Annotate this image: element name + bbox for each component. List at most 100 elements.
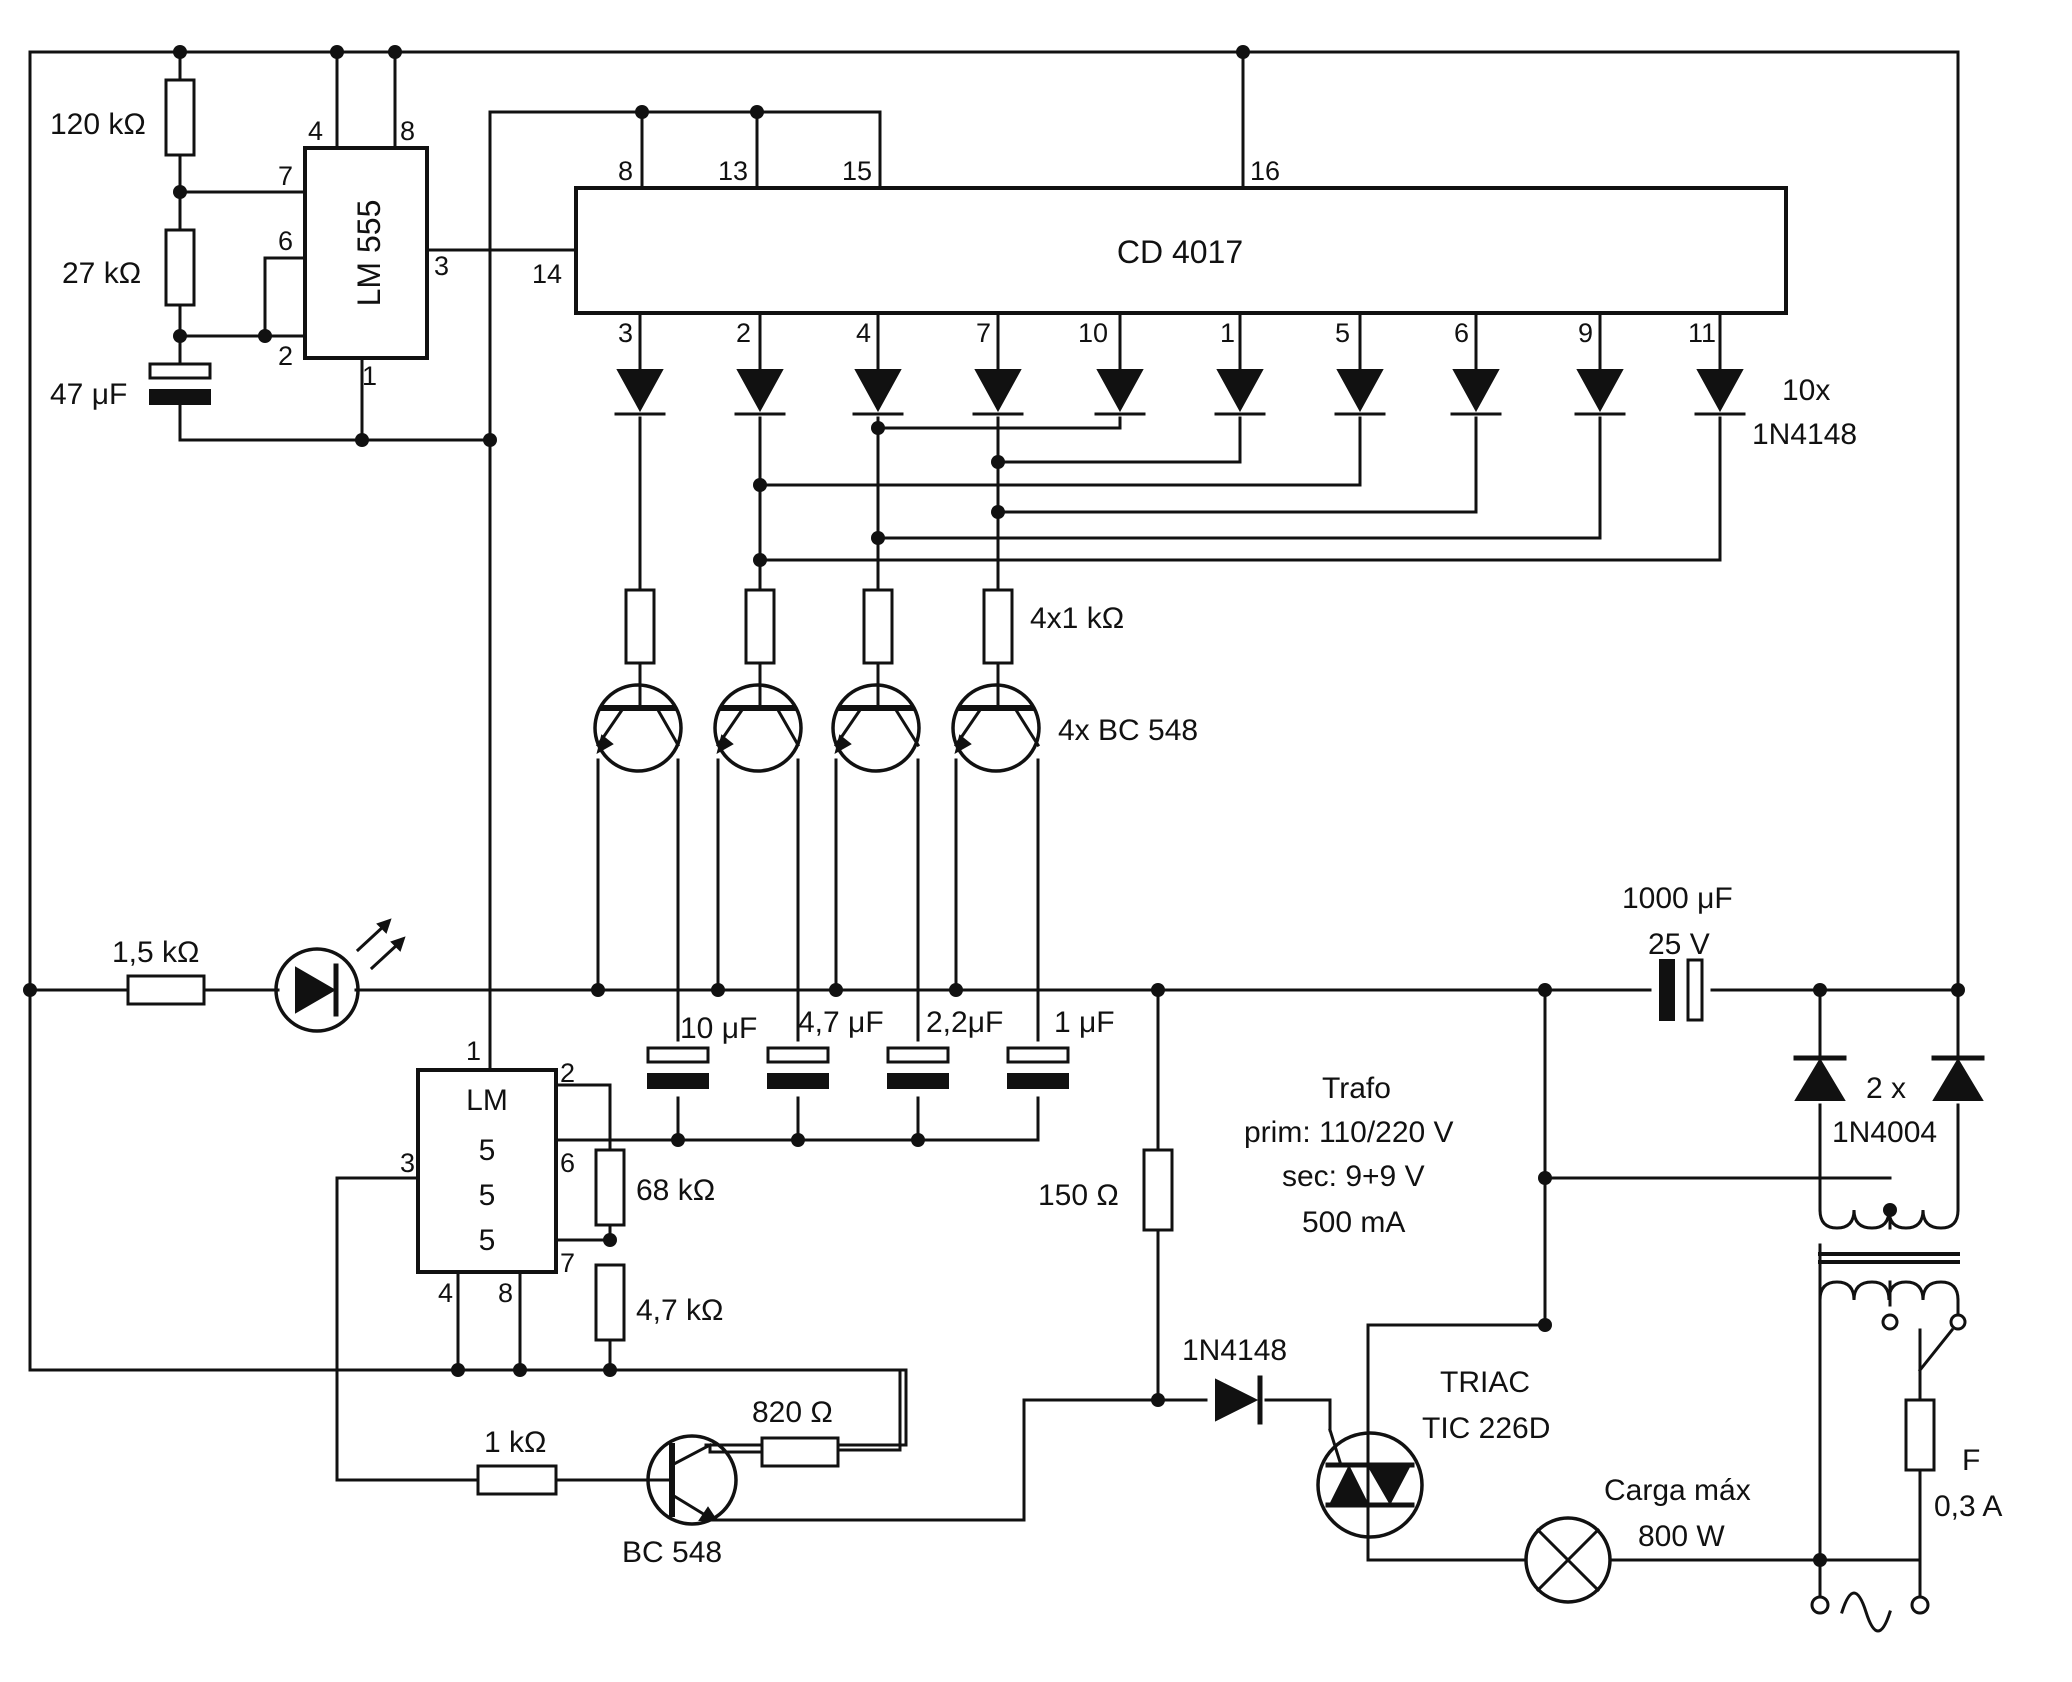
pin-label: 14	[532, 259, 562, 289]
resistor-150-label: 150 Ω	[1038, 1179, 1119, 1212]
capacitor-47uf	[148, 362, 212, 405]
resistor-820-label: 820 Ω	[752, 1396, 833, 1429]
resistor-4k7-label: 4,7 kΩ	[636, 1294, 723, 1327]
pin-label: 2	[736, 318, 751, 348]
diode-icon	[1215, 1375, 1263, 1425]
pin-label: 2	[278, 341, 293, 371]
resistor-1k5-label: 1,5 kΩ	[112, 936, 199, 969]
diode-array-1n4148	[614, 369, 1746, 416]
fuse-label-name: F	[1962, 1444, 1980, 1477]
transformer-label-title: Trafo	[1322, 1072, 1391, 1105]
pin-label: 3	[434, 251, 449, 281]
lm555-second-ic: LM 5 5 5 1 2 3 6 7 4 8	[400, 1036, 575, 1308]
ic3-label-line3: 5	[479, 1179, 496, 1212]
fuse-icon	[1904, 1398, 1936, 1472]
resistor-27k-label: 27 kΩ	[62, 257, 141, 290]
capacitor-1000uf	[1659, 958, 1704, 1022]
diode-icon	[1450, 369, 1502, 416]
wires	[28, 50, 1960, 1598]
transformer-label-current: 500 mA	[1302, 1206, 1405, 1239]
diode-icon	[1334, 369, 1386, 416]
pin-label: 7	[976, 318, 991, 348]
pin-label: 6	[278, 226, 293, 256]
diode-icon	[734, 369, 786, 416]
load-label-line1: Carga máx	[1604, 1474, 1751, 1507]
resistor-27k	[164, 228, 196, 307]
pin-label: 11	[1688, 318, 1716, 348]
lm555-label: LM 555	[351, 200, 387, 307]
npn-transistor-icon	[593, 683, 683, 773]
diode-icon	[1214, 369, 1266, 416]
transformer-label-secondary: sec: 9+9 V	[1282, 1160, 1425, 1193]
npn-transistor-icon	[713, 683, 803, 773]
diode-icon	[614, 369, 666, 416]
resistor-array-label: 4x1 kΩ	[1030, 602, 1124, 635]
resistor-68k-label: 68 kΩ	[636, 1174, 715, 1207]
pin-label: 7	[278, 161, 293, 191]
capacitor-2u2-label: 2,2μF	[926, 1006, 1003, 1039]
pin-label: 4	[438, 1278, 453, 1308]
transformer-label-primary: prim: 110/220 V	[1244, 1116, 1454, 1149]
pin-label: 5	[1335, 318, 1350, 348]
diode-1n4148-label: 1N4148	[1182, 1334, 1287, 1367]
resistor-820	[760, 1436, 840, 1468]
switch-icon	[1917, 1327, 1955, 1373]
cd4017-label: CD 4017	[1117, 234, 1243, 270]
fuse-label-rating: 0,3 A	[1934, 1490, 2002, 1523]
pin-label: 6	[1454, 318, 1469, 348]
pin-label: 1	[466, 1036, 481, 1066]
npn-transistor-icon	[951, 683, 1041, 773]
triac-icon	[1316, 1323, 1424, 1562]
pin-label: 1	[1220, 318, 1235, 348]
diode-icon	[1931, 1055, 1985, 1101]
capacitor-1uf-label: 1 μF	[1054, 1006, 1115, 1039]
capacitor-47uf-label: 47 μF	[50, 378, 127, 411]
diode-array-label-part: 1N4148	[1752, 418, 1857, 451]
resistor-68k	[594, 1148, 626, 1227]
capacitor-1000uf-label-voltage: 25 V	[1648, 928, 1710, 961]
diode-icon	[1094, 369, 1146, 416]
pin-label: 13	[718, 156, 748, 186]
transistor-bc548-label: BC 548	[622, 1536, 722, 1569]
resistor-array-1k	[624, 588, 1014, 665]
pin-label: 4	[856, 318, 871, 348]
npn-transistor-icon	[831, 683, 921, 773]
rectifier-label-part: 1N4004	[1832, 1116, 1937, 1149]
triac-label-line2: TIC 226D	[1422, 1412, 1550, 1445]
transistor-array-bc548	[593, 683, 1041, 773]
capacitor-1000uf-label-value: 1000 μF	[1622, 882, 1733, 915]
ic3-label-line4: 5	[479, 1224, 496, 1257]
resistor-120k	[164, 78, 196, 157]
cd4017-counter-ic: CD 4017 8 13 15 16 14 3 2 4 7 10 1 5 6 9…	[532, 156, 1788, 348]
lamp-icon	[1524, 1516, 1612, 1604]
diode-icon	[1694, 369, 1746, 416]
lm555-timer-ic: LM 555 4 8 7 6 2 1 3	[278, 116, 449, 391]
pin-label: 8	[498, 1278, 513, 1308]
timing-capacitors	[646, 1046, 1070, 1089]
resistor-150	[1142, 1148, 1174, 1232]
npn-transistor-icon	[646, 1434, 738, 1526]
triac-label-line1: TRIAC	[1440, 1366, 1530, 1399]
resistor-120k-label: 120 kΩ	[50, 108, 146, 141]
diode-icon	[972, 369, 1024, 416]
capacitor-10uf-label: 10 μF	[680, 1012, 757, 1045]
diode-icon	[852, 369, 904, 416]
pin-label: 15	[842, 156, 872, 186]
rectifier-label-count: 2 x	[1866, 1072, 1906, 1105]
diode-icon	[1793, 1055, 1847, 1101]
load-label-line2: 800 W	[1638, 1520, 1725, 1553]
led-icon	[274, 918, 406, 1033]
diode-array-label-count: 10x	[1782, 374, 1830, 407]
resistor-4k7	[594, 1263, 626, 1342]
pin-label: 7	[560, 1248, 575, 1278]
ic3-label-line1: LM	[466, 1084, 508, 1117]
pin-label: 9	[1578, 318, 1593, 348]
ic3-label-line2: 5	[479, 1134, 496, 1167]
pin-label: 3	[400, 1148, 415, 1178]
resistor-1k	[476, 1464, 558, 1496]
pin-label: 8	[618, 156, 633, 186]
transistor-array-label: 4x BC 548	[1058, 714, 1198, 747]
rectifier-diodes	[1793, 1055, 1985, 1101]
pin-label: 3	[618, 318, 633, 348]
